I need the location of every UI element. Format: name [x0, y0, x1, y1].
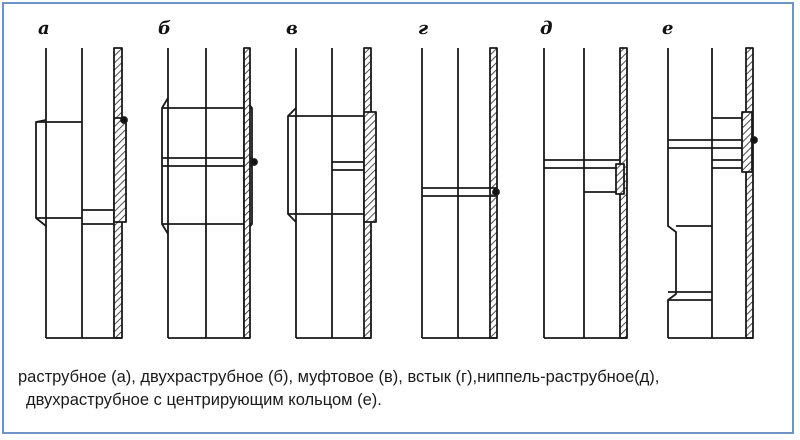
label-g: г — [418, 18, 428, 39]
label-e: е — [662, 18, 673, 39]
label-d: д — [540, 18, 553, 39]
label-a: а — [38, 18, 50, 39]
joint-d: д — [540, 18, 628, 339]
joint-b: б — [158, 18, 258, 339]
label-b: б — [158, 18, 171, 39]
joint-a: а — [35, 18, 128, 339]
caption-line-1: раструбное (а), двухраструбное (б), муфт… — [18, 368, 660, 386]
joint-v: в — [286, 18, 377, 339]
figure-frame — [2, 2, 794, 434]
joint-e: е — [662, 18, 758, 339]
joint-g: г — [418, 18, 500, 339]
label-v: в — [286, 18, 298, 39]
figure-caption: раструбное (а), двухраструбное (б), муфт… — [18, 366, 788, 412]
caption-line-2: двухраструбное с центрирующим кольцом (е… — [26, 391, 382, 409]
pipe-joints-diagram: а б — [35, 18, 758, 339]
